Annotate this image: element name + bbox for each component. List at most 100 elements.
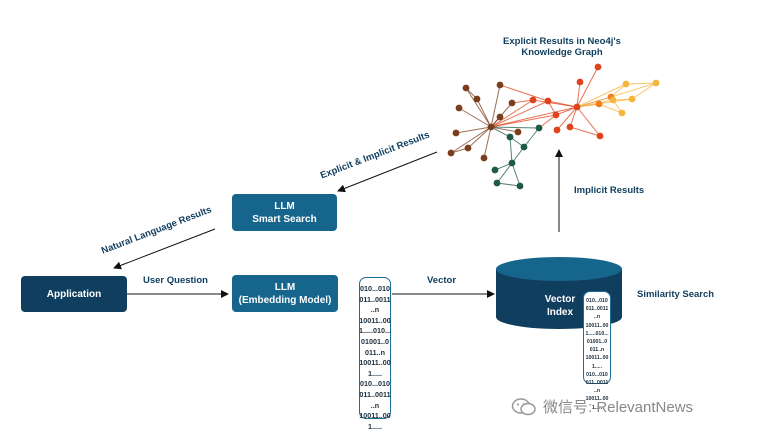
graph-node	[596, 132, 604, 140]
graph-title-line2: Knowledge Graph	[521, 47, 603, 58]
code-line: 010...010	[360, 284, 390, 293]
graph-edge	[555, 106, 578, 116]
smart-search-box: LLM Smart Search	[232, 194, 337, 231]
graph-node	[480, 154, 488, 162]
graph-edge	[576, 66, 599, 108]
code-line: 010...010	[586, 298, 608, 304]
graph-node	[487, 123, 495, 131]
code-line: 1.....	[368, 421, 382, 431]
smart-search-line2: Smart Search	[252, 213, 317, 225]
graph-edge	[490, 99, 534, 128]
graph-edge	[490, 126, 540, 129]
embedding-line1: LLM	[274, 281, 296, 293]
graph-node	[491, 166, 499, 174]
graph-edge	[509, 136, 513, 164]
code-line: 10011..00	[359, 358, 391, 368]
graph-edge	[511, 162, 521, 187]
code-line: 010...010	[586, 371, 608, 378]
code-line: 10011..00	[585, 322, 609, 329]
label-user-question: User Question	[143, 275, 208, 286]
graph-edge	[490, 84, 501, 128]
graph-node	[566, 123, 574, 131]
graph-edge	[490, 100, 549, 128]
graph-node	[473, 95, 481, 103]
code-line: 011..n	[589, 347, 605, 354]
code-line: 01001..0	[586, 339, 608, 346]
code-line: 10011..00	[585, 355, 609, 362]
graph-node	[529, 96, 537, 104]
graph-node	[508, 159, 516, 167]
graph-edge	[610, 82, 657, 98]
watermark: 微信号: RelevantNews	[511, 396, 693, 417]
code-line: 011..0011	[585, 380, 609, 387]
graph-node	[618, 109, 626, 117]
knowledge-graph-nodes	[447, 63, 660, 190]
label-implicit-results: Implicit Results	[574, 185, 645, 196]
graph-edge	[625, 82, 657, 85]
graph-node	[520, 143, 528, 151]
vector-index-label: Vector Index	[534, 292, 586, 320]
graph-node	[628, 95, 636, 103]
graph-edge	[450, 126, 492, 154]
graph-node	[508, 99, 516, 107]
graph-edge	[576, 96, 612, 108]
graph-node	[544, 97, 552, 105]
graph-edge	[576, 98, 633, 108]
graph-node	[535, 124, 543, 132]
code-line: 10011..00	[359, 411, 391, 421]
graph-edge	[476, 98, 492, 128]
graph-node	[594, 63, 602, 71]
graph-node	[447, 149, 455, 157]
arrow-smart-search-to-application	[113, 228, 216, 270]
embedding-line2: (Embedding Model)	[238, 294, 332, 306]
graph-edge	[490, 106, 578, 128]
code-line: 01001..0	[361, 336, 389, 346]
label-vector: Vector	[427, 275, 457, 286]
watermark-text: 微信号: RelevantNews	[543, 399, 694, 416]
graph-edge	[458, 107, 492, 128]
graph-node	[514, 128, 522, 136]
graph-edge	[511, 99, 534, 104]
code-line: 011..0011	[359, 294, 391, 304]
graph-edge	[490, 126, 511, 138]
graph-node	[595, 100, 603, 108]
application-box: Application	[21, 276, 127, 312]
code-line: ..n	[370, 305, 380, 315]
code-line: 10011..00	[585, 396, 609, 403]
graph-node	[652, 79, 660, 87]
embedding-model-box: LLM (Embedding Model)	[232, 275, 338, 312]
label-similarity-search: Similarity Search	[637, 289, 715, 300]
smart-search-line1: LLM	[274, 200, 295, 212]
graph-node	[464, 144, 472, 152]
graph-edge	[576, 83, 627, 108]
graph-edge	[465, 87, 492, 128]
graph-edge	[467, 126, 492, 149]
graph-edge	[547, 100, 578, 108]
graph-node	[573, 103, 581, 111]
code-line: 10011..00	[359, 315, 391, 325]
vector-index-line2: Index	[546, 307, 574, 318]
code-line: 1.....	[591, 363, 603, 370]
graph-edge	[523, 127, 540, 148]
graph-node	[462, 84, 470, 92]
graph-edge	[598, 103, 623, 114]
wechat-icon	[511, 397, 536, 415]
graph-edge	[496, 162, 513, 184]
graph-edge	[483, 126, 492, 159]
graph-edge	[631, 82, 657, 100]
graph-node	[493, 179, 501, 187]
code-line: ..n	[593, 314, 601, 321]
graph-node	[622, 80, 630, 88]
graph-node	[455, 104, 463, 112]
graph-title: Explicit Results in Neo4j's Knowledge Gr…	[482, 36, 642, 58]
graph-edge	[490, 114, 557, 128]
vector-index-line1: Vector	[544, 294, 576, 305]
application-label: Application	[46, 288, 102, 300]
graph-title-line1: Explicit Results in Neo4j's	[503, 36, 621, 47]
code-line: 010...010	[360, 379, 390, 389]
graph-node	[506, 133, 514, 141]
graph-edge	[576, 81, 581, 108]
graph-node	[552, 111, 560, 119]
